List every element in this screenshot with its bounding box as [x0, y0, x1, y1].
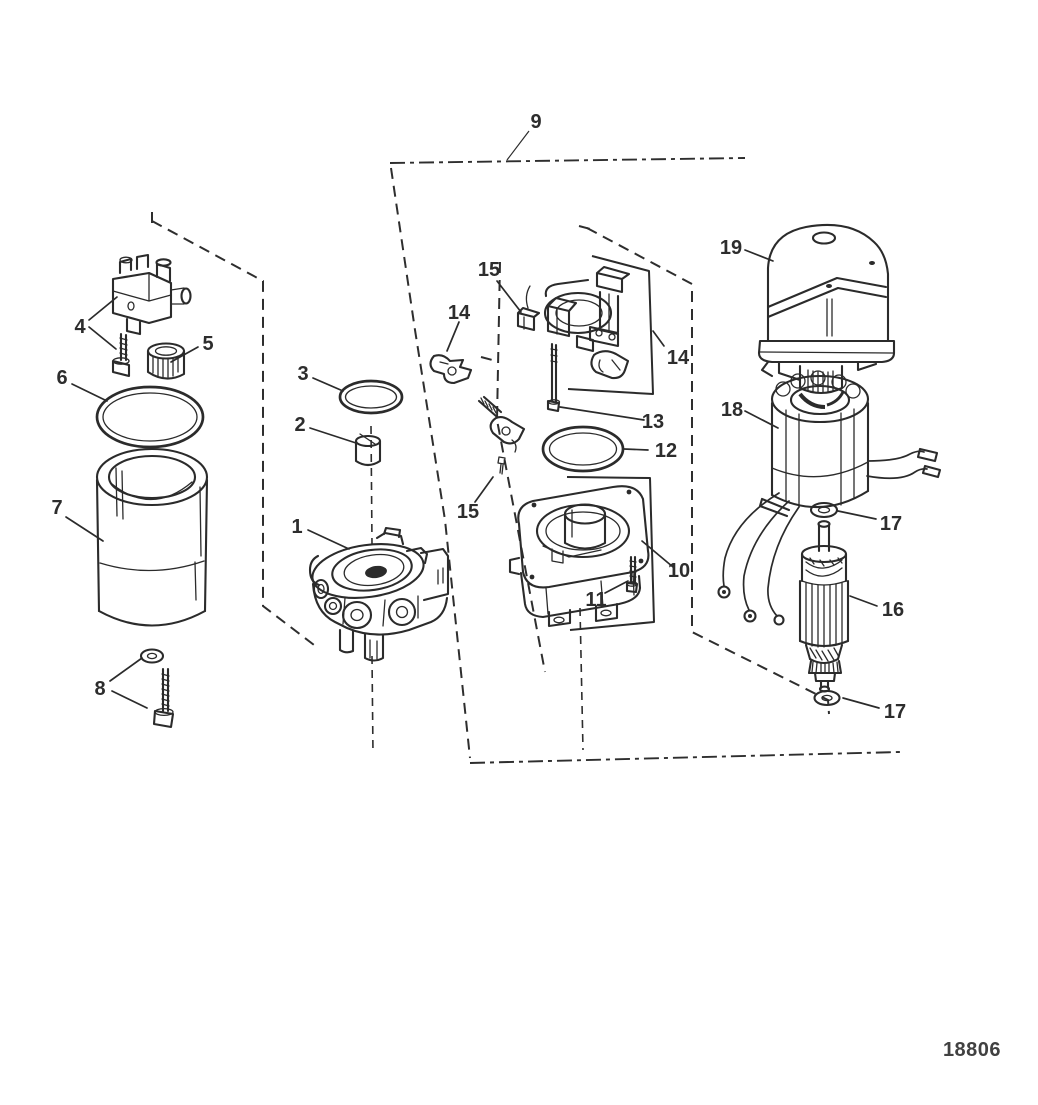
check-valve: [354, 433, 382, 467]
callout-15: 15: [457, 501, 479, 523]
valve-body: [508, 485, 650, 628]
brush-spring-lower: [477, 395, 526, 475]
callout-7: 7: [51, 497, 62, 519]
callout-16: 16: [882, 599, 904, 621]
leader-lines: [65, 130, 880, 709]
callout-11: 11: [585, 589, 606, 611]
callout-5: 5: [202, 333, 213, 355]
thrust-washer-upper: [809, 501, 839, 519]
armature: [798, 520, 850, 693]
relief-valve-assembly: [111, 253, 192, 336]
callout-19: 19: [720, 237, 742, 259]
callout-14: 14: [667, 347, 690, 369]
shaft-pin: [546, 342, 561, 413]
relief-valve-bolt: [111, 332, 131, 378]
figure-number: 18806: [943, 1039, 1001, 1061]
valve-body-o-ring: [541, 425, 625, 473]
callout-17: 17: [880, 513, 902, 535]
callout-6: 6: [56, 367, 67, 389]
thrust-washer-lower: [813, 689, 841, 707]
callout-3: 3: [297, 363, 308, 385]
callout-13: 13: [642, 411, 664, 433]
valve-body-screw: [625, 555, 639, 594]
callout-1: 1: [291, 516, 302, 538]
filter: [146, 342, 186, 380]
motor-end-cap: [757, 223, 896, 395]
callout-15: 15: [478, 259, 500, 281]
reservoir-canister: [95, 447, 209, 627]
boundary-lines: [151, 157, 901, 764]
callout-18: 18: [721, 399, 743, 421]
callout-8: 8: [94, 678, 105, 700]
brush-plate-assembly: [543, 265, 631, 380]
callout-9: 9: [530, 111, 541, 133]
callout-10: 10: [668, 560, 690, 582]
field-coil: [717, 370, 942, 626]
callout-14: 14: [448, 302, 471, 324]
callout-layer: 9 4 5 6 7 8 3 2 1 15 14 14 13 12 10 11 15 19 18 17 16 17: [51, 111, 906, 723]
callout-4: 4: [74, 316, 86, 338]
retainer-clamp: [429, 354, 473, 385]
reservoir-o-ring: [95, 385, 205, 449]
callout-17: 17: [884, 701, 906, 723]
brush-terminal-upper: [516, 285, 541, 332]
callout-2: 2: [294, 414, 305, 436]
callout-12: 12: [655, 440, 677, 462]
pump-body: [308, 526, 450, 662]
reservoir-screw-washer: [139, 648, 175, 729]
pump-o-ring: [338, 379, 404, 415]
